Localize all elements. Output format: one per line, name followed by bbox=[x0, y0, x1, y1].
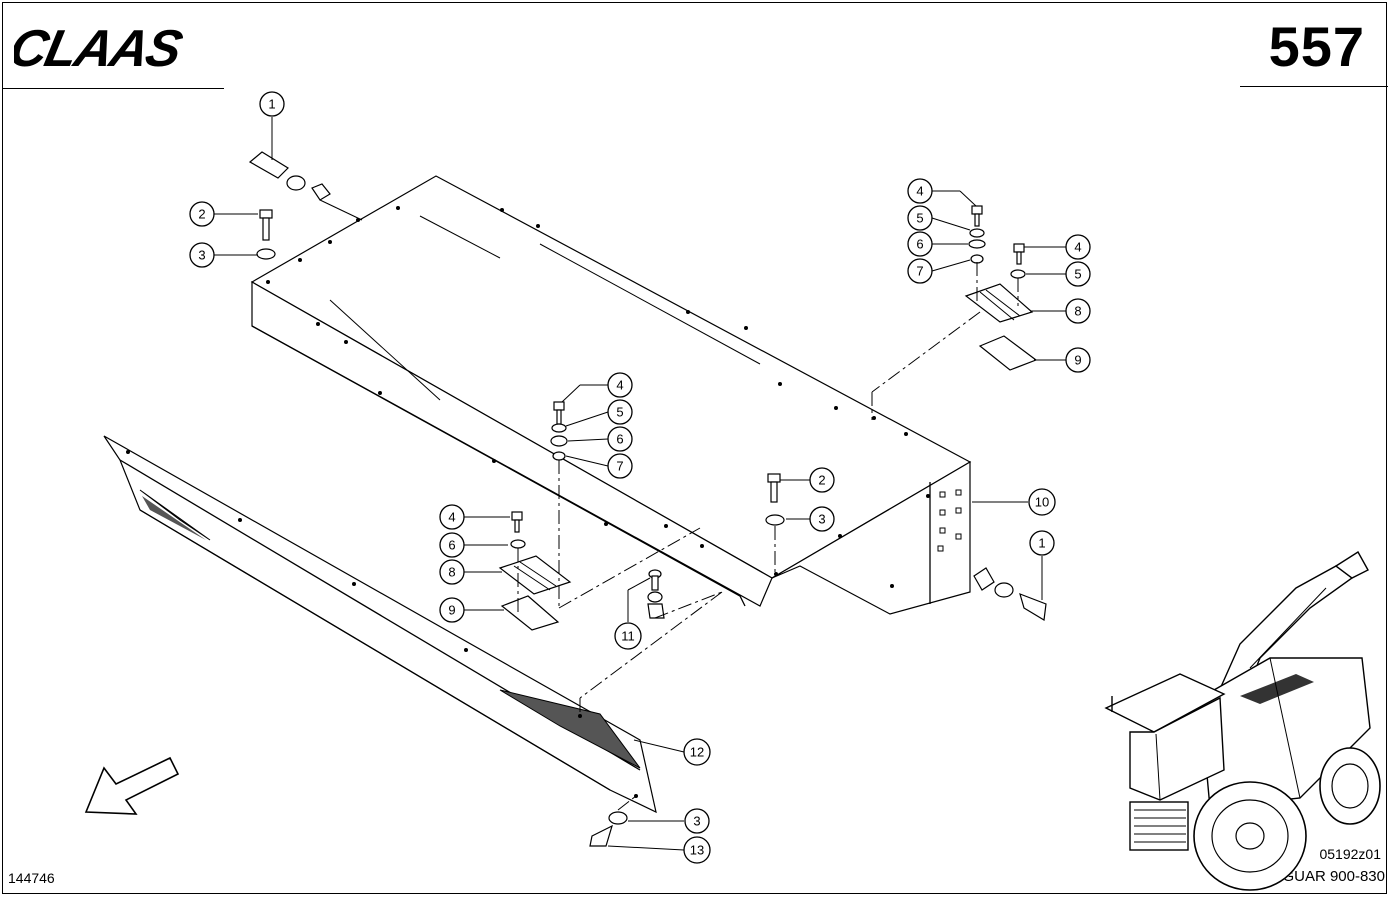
callout-9-right: 9 bbox=[1065, 347, 1091, 373]
svg-text:4: 4 bbox=[916, 184, 923, 199]
svg-text:7: 7 bbox=[916, 264, 923, 279]
callout-10: 10 bbox=[1028, 488, 1056, 516]
callout-8-left: 8 bbox=[439, 559, 465, 585]
callout-6-right-a: 6 bbox=[907, 231, 933, 257]
svg-text:10: 10 bbox=[1035, 495, 1049, 510]
callout-4-left: 4 bbox=[439, 504, 465, 530]
callout-8-right: 8 bbox=[1065, 298, 1091, 324]
callout-2-top: 2 bbox=[189, 201, 215, 227]
svg-text:11: 11 bbox=[621, 629, 635, 644]
svg-text:3: 3 bbox=[198, 248, 205, 263]
callout-12: 12 bbox=[683, 738, 711, 766]
svg-text:1: 1 bbox=[268, 97, 275, 112]
svg-text:2: 2 bbox=[818, 473, 825, 488]
callout-5-right-b: 5 bbox=[1065, 261, 1091, 287]
travel-direction-arrow-icon bbox=[84, 756, 180, 815]
svg-text:8: 8 bbox=[1074, 304, 1081, 319]
callout-3-bottom: 3 bbox=[684, 808, 710, 834]
svg-text:3: 3 bbox=[693, 814, 700, 829]
cover-plate bbox=[250, 175, 972, 615]
svg-text:2: 2 bbox=[198, 207, 205, 222]
callout-11: 11 bbox=[614, 622, 642, 650]
svg-text:9: 9 bbox=[448, 603, 455, 618]
svg-text:8: 8 bbox=[448, 565, 455, 580]
page-number: 557 bbox=[1268, 15, 1365, 78]
callout-4-right-b: 4 bbox=[1065, 234, 1091, 260]
callout-2-right: 2 bbox=[809, 467, 835, 493]
callout-13: 13 bbox=[683, 836, 711, 864]
svg-text:9: 9 bbox=[1074, 353, 1081, 368]
svg-text:7: 7 bbox=[616, 459, 623, 474]
model-name: JAGUAR 900-830 bbox=[1264, 868, 1385, 885]
leader-lines bbox=[214, 117, 1066, 851]
callout-7-middle: 7 bbox=[607, 453, 633, 479]
svg-text:12: 12 bbox=[690, 745, 704, 760]
callout-6-left: 6 bbox=[439, 532, 465, 558]
svg-text:4: 4 bbox=[1074, 240, 1081, 255]
callout-1-right: 1 bbox=[1029, 530, 1055, 556]
svg-text:5: 5 bbox=[616, 405, 623, 420]
fastener-set bbox=[248, 151, 1047, 847]
svg-text:4: 4 bbox=[616, 378, 623, 393]
callout-3-right: 3 bbox=[809, 506, 835, 532]
callout-7-right-a: 7 bbox=[907, 258, 933, 284]
logo-rule bbox=[2, 88, 224, 89]
document-id: 144746 bbox=[8, 870, 55, 886]
svg-text:6: 6 bbox=[916, 237, 923, 252]
claas-logo: CLAAS bbox=[14, 22, 188, 72]
callout-5-middle: 5 bbox=[607, 399, 633, 425]
svg-text:CLAAS: CLAAS bbox=[14, 22, 188, 72]
callout-9-left: 9 bbox=[439, 597, 465, 623]
callout-3-top: 3 bbox=[189, 242, 215, 268]
svg-text:4: 4 bbox=[448, 510, 455, 525]
svg-text:3: 3 bbox=[818, 512, 825, 527]
hinge-assembly-left bbox=[498, 555, 572, 631]
assembly-lines bbox=[517, 262, 1019, 811]
side-guard bbox=[103, 435, 657, 814]
svg-text:6: 6 bbox=[448, 538, 455, 553]
page-number-rule bbox=[1240, 86, 1388, 87]
svg-text:1: 1 bbox=[1038, 536, 1045, 551]
callout-1-top: 1 bbox=[259, 91, 285, 117]
callout-4-right-a: 4 bbox=[907, 178, 933, 204]
hinge-assembly-right bbox=[964, 283, 1038, 371]
callout-6-middle: 6 bbox=[607, 426, 633, 452]
drawing-code: 05192z01 bbox=[1319, 846, 1381, 862]
callout-4-middle: 4 bbox=[607, 372, 633, 398]
svg-text:13: 13 bbox=[690, 843, 704, 858]
harvester-thumbnail bbox=[1104, 551, 1381, 891]
svg-text:5: 5 bbox=[1074, 267, 1081, 282]
svg-text:5: 5 bbox=[916, 211, 923, 226]
svg-text:6: 6 bbox=[616, 432, 623, 447]
callout-5-right-a: 5 bbox=[907, 205, 933, 231]
